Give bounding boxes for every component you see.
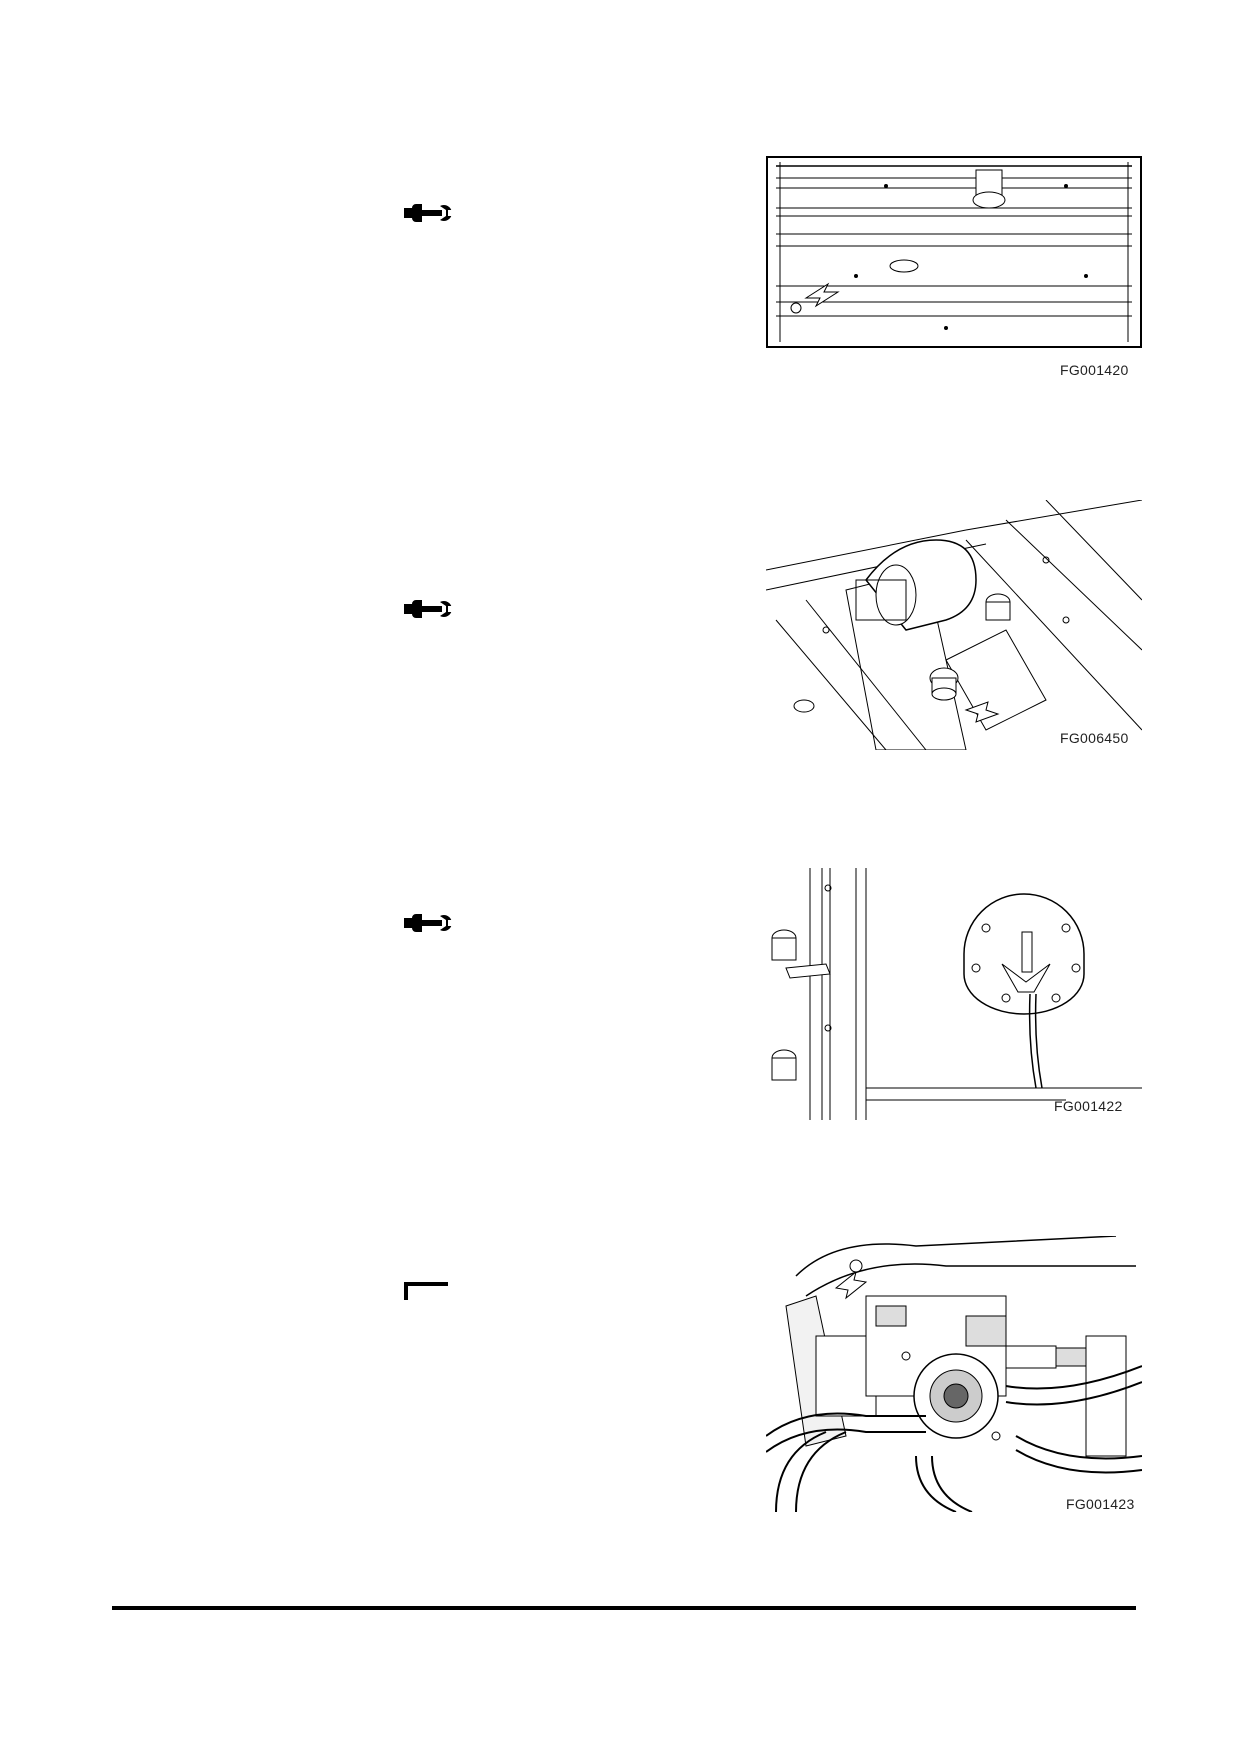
wrench-icon <box>404 202 458 229</box>
wrench-icon <box>404 912 458 939</box>
figure-radiator-underside <box>766 156 1142 348</box>
corner-bracket-icon <box>404 1282 452 1307</box>
figure-caption: FG001422 <box>1054 1098 1123 1114</box>
wrench-icon <box>404 598 458 625</box>
figure-hydraulic-pump <box>766 1236 1142 1512</box>
figure-caption: FG001423 <box>1066 1496 1135 1512</box>
figure-caption: FG006450 <box>1060 730 1129 746</box>
figure-engine-underside-drain <box>766 500 1142 750</box>
figure-fuel-tank-drain <box>766 868 1142 1120</box>
figure-caption: FG001420 <box>1060 362 1129 378</box>
footer-rule <box>112 1606 1136 1610</box>
